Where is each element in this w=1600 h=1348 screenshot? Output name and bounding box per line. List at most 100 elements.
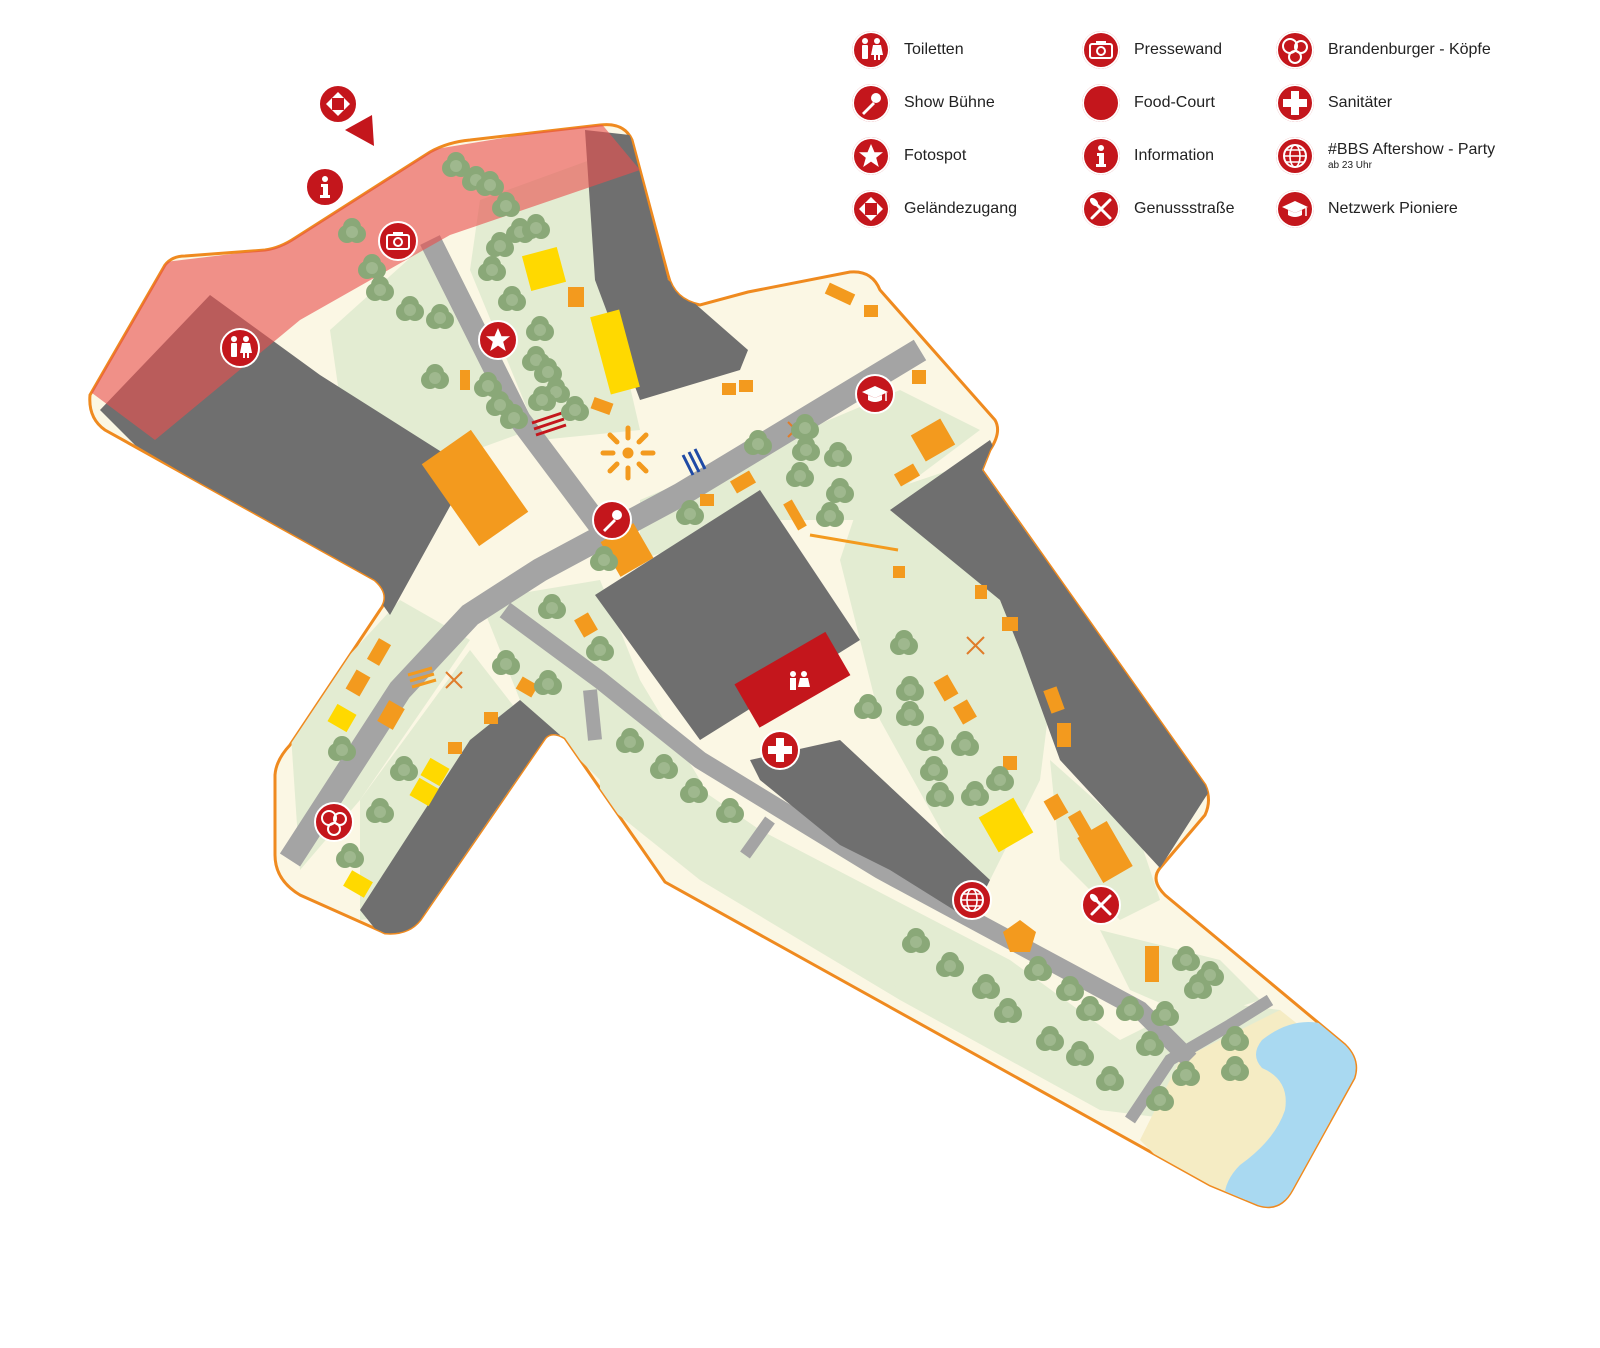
tree: [1024, 956, 1052, 981]
legend-item: Show Bühne: [852, 83, 995, 123]
press-wall-marker[interactable]: [378, 221, 418, 261]
tree: [994, 998, 1022, 1023]
building-south: [750, 740, 990, 920]
tree: [744, 430, 772, 455]
tree: [1221, 1026, 1249, 1051]
tree: [972, 974, 1000, 999]
show-stage-marker[interactable]: [592, 500, 632, 540]
tree: [902, 928, 930, 953]
legend-label-text: Netzwerk Pioniere: [1328, 200, 1458, 218]
crossings: [407, 411, 985, 689]
legend-label: Netzwerk Pioniere: [1328, 200, 1458, 218]
network-pioneers-marker[interactable]: [855, 374, 895, 414]
globe-icon: [1276, 137, 1314, 175]
legend-label-text: Information: [1134, 147, 1215, 165]
map-markers: [220, 84, 1121, 925]
tree: [366, 276, 394, 301]
legend-label-text: Genussstraße: [1134, 200, 1235, 218]
food-court-icon: [1082, 84, 1120, 122]
tree: [890, 630, 918, 655]
legend-label-text: Show Bühne: [904, 94, 995, 112]
gourmet-street-marker[interactable]: [1081, 885, 1121, 925]
legend-label-text: Toiletten: [904, 41, 964, 59]
tree: [476, 171, 504, 196]
medic-marker[interactable]: [760, 730, 800, 770]
tree: [486, 391, 514, 416]
legend-label-text: Sanitäter: [1328, 94, 1393, 112]
tree: [896, 676, 924, 701]
tree: [1056, 976, 1084, 1001]
tree: [1146, 1086, 1174, 1111]
brandenburg-heads-marker[interactable]: [314, 802, 354, 842]
tree: [366, 798, 394, 823]
legend-label: Pressewand: [1134, 41, 1222, 59]
legend-label-text: Food-Court: [1134, 94, 1215, 112]
legend-label-text: Brandenburger - Köpfe: [1328, 41, 1491, 59]
yellow-stands: [327, 246, 1034, 898]
tree: [1036, 1026, 1064, 1051]
tree: [951, 731, 979, 756]
tree: [961, 781, 989, 806]
tree: [716, 798, 744, 823]
tree: [390, 756, 418, 781]
cutlery-icon: [1082, 190, 1120, 228]
sunburst-decoration: [600, 425, 656, 481]
tree: [1151, 1001, 1179, 1026]
legend-label: Brandenburger - Köpfe: [1328, 41, 1491, 59]
tree: [854, 694, 882, 719]
camera-icon: [1082, 31, 1120, 69]
tree: [358, 254, 386, 279]
information-marker[interactable]: [305, 167, 345, 207]
cross-icon: [1276, 84, 1314, 122]
photo-spot-marker[interactable]: [478, 320, 518, 360]
tree: [1116, 996, 1144, 1021]
entrance-icon: [852, 190, 890, 228]
legend-item: Pressewand: [1082, 30, 1222, 70]
trees: [328, 152, 1249, 1111]
toilets-building-icon: [790, 671, 810, 690]
tree: [1096, 1066, 1124, 1091]
tree: [522, 214, 550, 239]
tree: [486, 232, 514, 257]
tree: [650, 754, 678, 779]
tree: [590, 546, 618, 571]
tree: [338, 218, 366, 243]
tree: [986, 766, 1014, 791]
toilets-marker-north[interactable]: [220, 328, 260, 368]
legend-item: Brandenburger - Köpfe: [1276, 30, 1491, 70]
tree: [586, 636, 614, 661]
info-icon: [1082, 137, 1120, 175]
tree: [816, 502, 844, 527]
tree: [936, 952, 964, 977]
tree: [1172, 1061, 1200, 1086]
star-icon: [852, 137, 890, 175]
legend-item: Information: [1082, 136, 1214, 176]
aftershow-party-marker[interactable]: [952, 880, 992, 920]
tree: [680, 778, 708, 803]
legend-item: Netzwerk Pioniere: [1276, 189, 1458, 229]
legend-item: Geländezugang: [852, 189, 1017, 229]
tree: [926, 782, 954, 807]
tree: [328, 736, 356, 761]
tree: [396, 296, 424, 321]
legend-label: Geländezugang: [904, 200, 1017, 218]
microphone-icon: [852, 84, 890, 122]
tree: [478, 256, 506, 281]
tree: [534, 358, 562, 383]
tree: [826, 478, 854, 503]
legend-label: Food-Court: [1134, 94, 1215, 112]
legend-item: Sanitäter: [1276, 83, 1392, 123]
legend-label: Genussstraße: [1134, 200, 1234, 218]
legend-item: Food-Court: [1082, 83, 1215, 123]
tree: [1184, 974, 1212, 999]
tree: [676, 500, 704, 525]
tree: [896, 701, 924, 726]
entrance-marker[interactable]: [318, 84, 358, 124]
heads-icon: [1276, 31, 1314, 69]
tree: [916, 726, 944, 751]
building-southwest: [360, 700, 560, 935]
tree: [336, 843, 364, 868]
tree: [1076, 996, 1104, 1021]
